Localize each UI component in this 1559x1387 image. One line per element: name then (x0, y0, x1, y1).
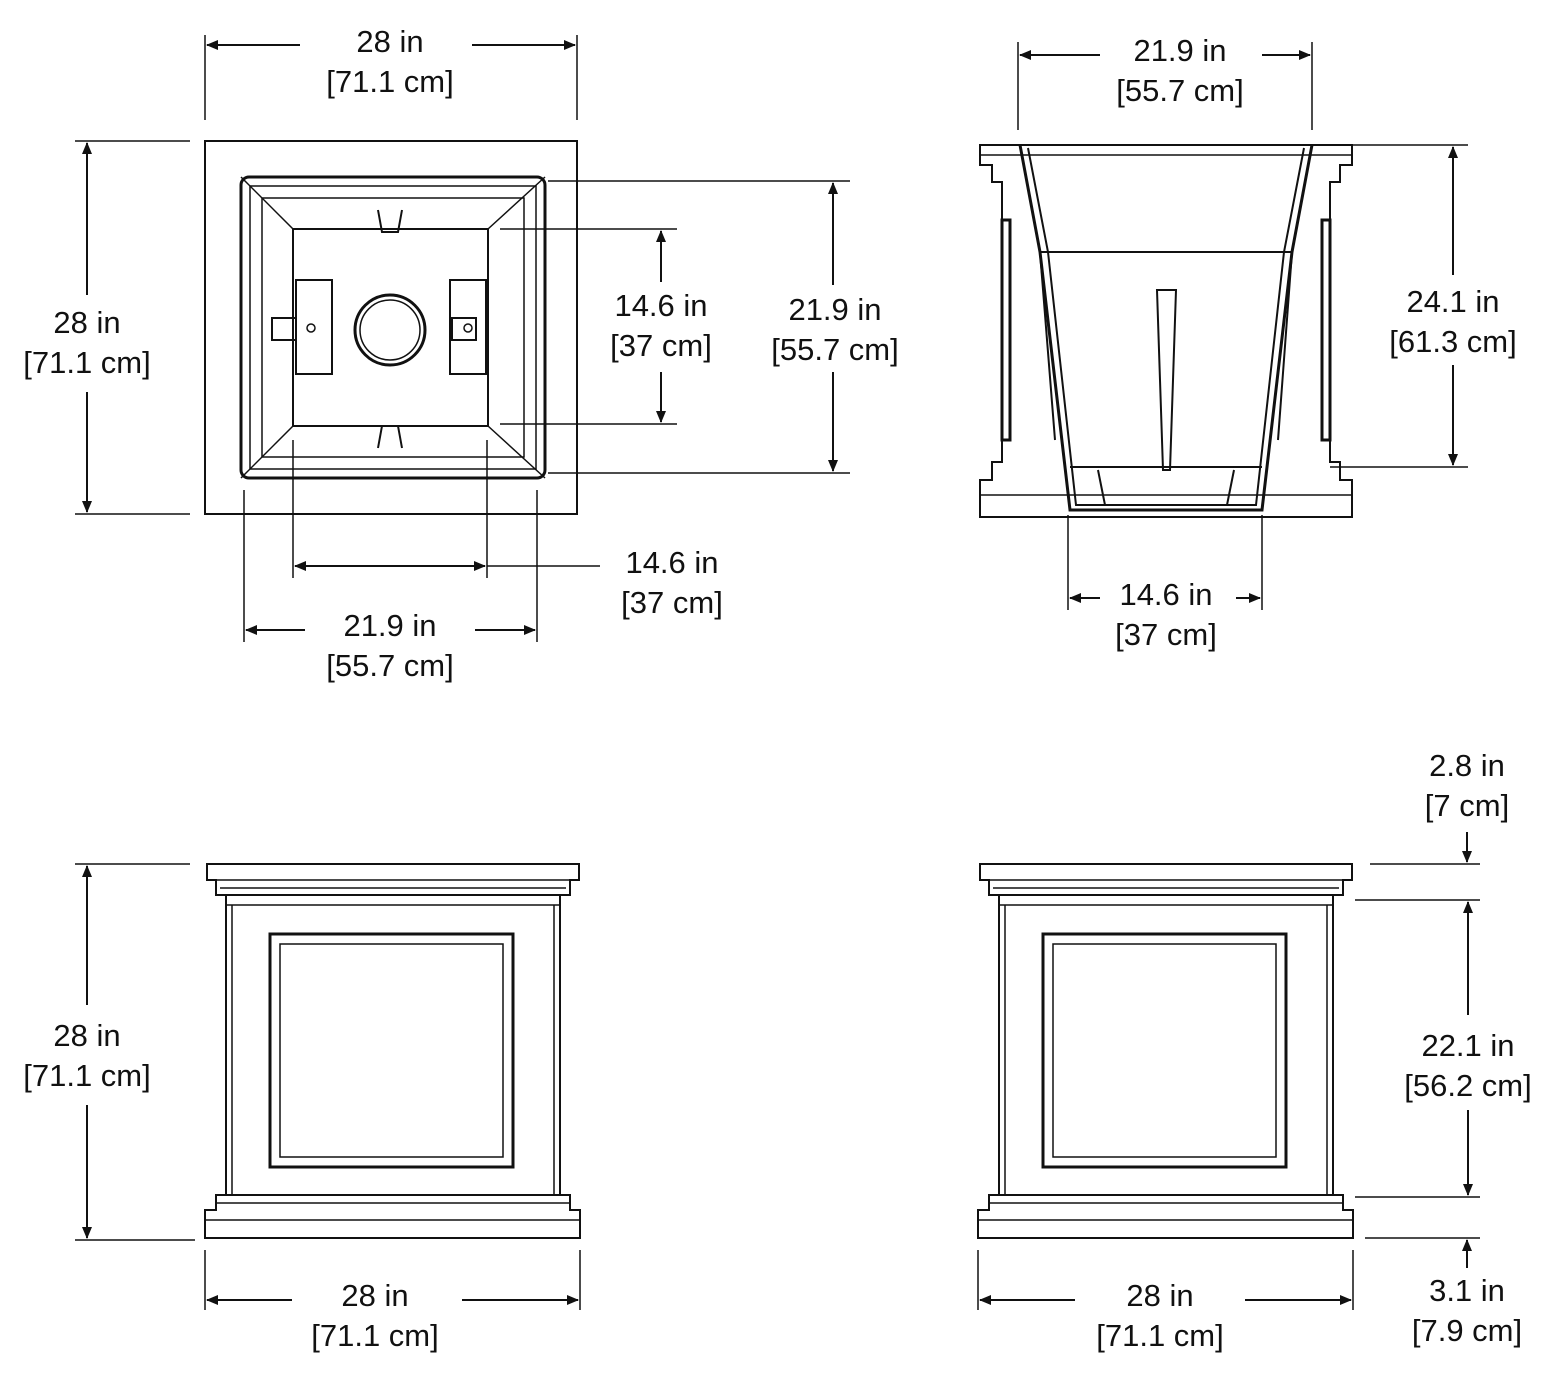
side-width-cm: [71.1 cm] (1096, 1318, 1224, 1353)
body-height-in: 22.1 in (1421, 1028, 1514, 1063)
opening-width-cm: [55.7 cm] (1116, 73, 1244, 108)
body-height-cm: [56.2 cm] (1404, 1068, 1532, 1103)
top-depth-in: 28 in (53, 305, 120, 340)
section-view: 21.9 in [55.7 cm] 24.1 in [61.3 cm] 14.6… (979, 33, 1517, 652)
insert-height-in: 24.1 in (1406, 284, 1499, 319)
side-view (977, 863, 1354, 1239)
opening-width-in: 21.9 in (1133, 33, 1226, 68)
cap-height-in: 2.8 in (1429, 748, 1505, 783)
insert-depth-in: 14.6 in (614, 288, 707, 323)
insert-width-cm: [37 cm] (621, 585, 723, 620)
insert-height-cm: [61.3 cm] (1389, 324, 1517, 359)
front-width-in: 28 in (341, 1278, 408, 1313)
base-height-in: 3.1 in (1429, 1273, 1505, 1308)
bottom-width-in: 14.6 in (1119, 577, 1212, 612)
top-width-in: 28 in (356, 24, 423, 59)
side-width-in: 28 in (1126, 1278, 1193, 1313)
base-height-cm: [7.9 cm] (1412, 1313, 1522, 1348)
bottom-width-cm: [37 cm] (1115, 617, 1217, 652)
insert-depth-cm: [37 cm] (610, 328, 712, 363)
inner-width-in: 21.9 in (343, 608, 436, 643)
drain-hole (353, 293, 427, 367)
inner-depth-in: 21.9 in (788, 292, 881, 327)
front-height-in: 28 in (53, 1018, 120, 1053)
top-depth-cm: [71.1 cm] (23, 345, 151, 380)
top-width-cm: [71.1 cm] (326, 64, 454, 99)
inner-width-cm: [55.7 cm] (326, 648, 454, 683)
insert-width-in: 14.6 in (625, 545, 718, 580)
front-height-cm: [71.1 cm] (23, 1058, 151, 1093)
side-view-dimensions: 2.8 in [7 cm] 22.1 in [56.2 cm] 3.1 in [… (977, 748, 1532, 1353)
inner-depth-cm: [55.7 cm] (771, 332, 899, 367)
front-width-cm: [71.1 cm] (311, 1318, 439, 1353)
top-view: 28 in [71.1 cm] 28 in [71.1 cm] 21.9 in … (23, 24, 899, 683)
front-view: 28 in [71.1 cm] 28 in [71.1 cm] (23, 863, 581, 1353)
cap-height-cm: [7 cm] (1425, 788, 1509, 823)
